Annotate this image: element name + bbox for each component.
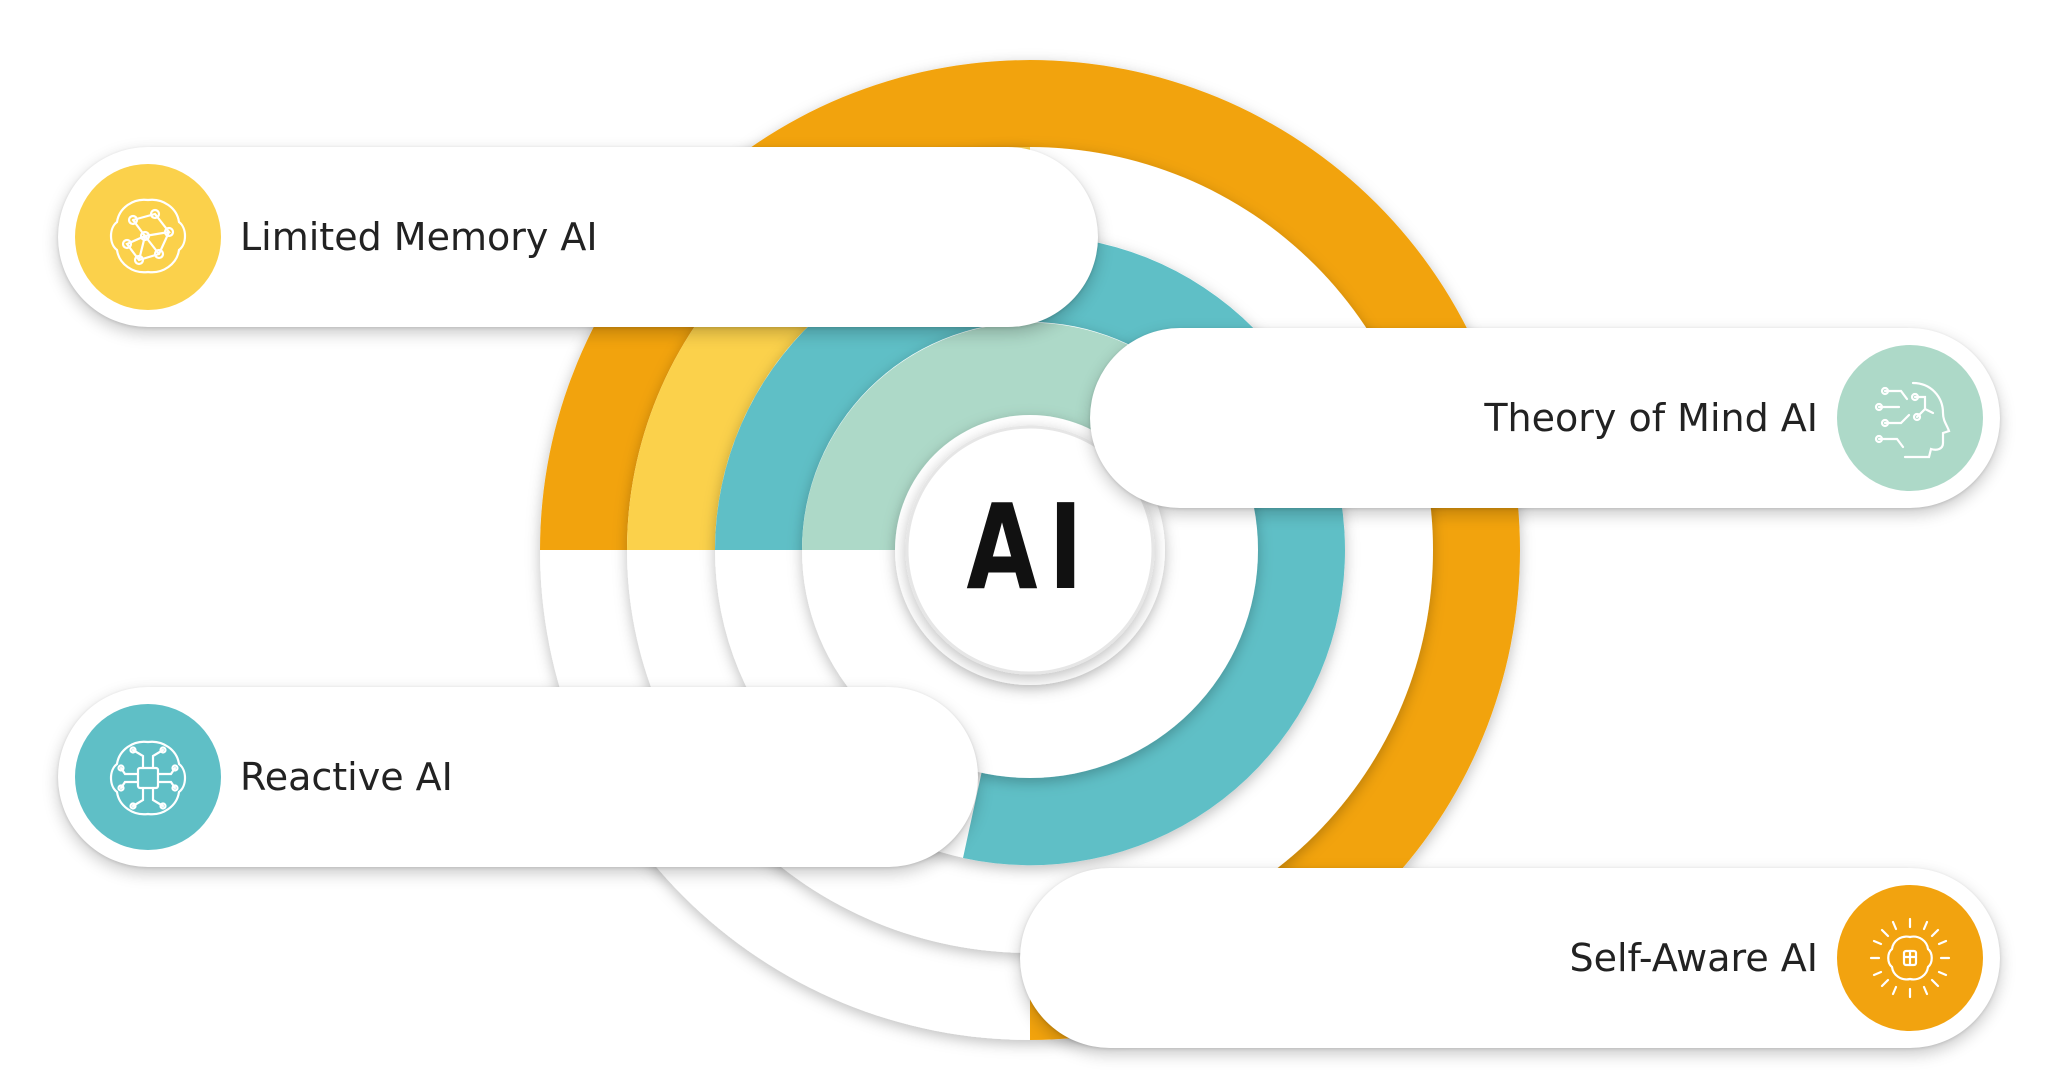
label-reactive: Reactive AI	[240, 755, 453, 799]
circuit-head-icon	[1837, 345, 1983, 491]
card-self-aware[interactable]: Self-Aware AI	[1020, 868, 2000, 1048]
brain-network-icon	[75, 164, 221, 310]
card-reactive[interactable]: Reactive AI	[58, 687, 978, 867]
card-theory-of-mind[interactable]: Theory of Mind AI	[1090, 328, 2000, 508]
label-self-aware: Self-Aware AI	[1569, 936, 1818, 980]
center-inner-circle	[905, 425, 1155, 675]
label-limited-memory: Limited Memory AI	[240, 215, 598, 259]
card-limited-memory[interactable]: Limited Memory AI	[58, 147, 1098, 327]
brain-chip-icon	[75, 704, 221, 850]
center-label: AI	[966, 478, 1094, 616]
label-theory-of-mind: Theory of Mind AI	[1484, 396, 1818, 440]
enlightened-brain-icon	[1837, 885, 1983, 1031]
